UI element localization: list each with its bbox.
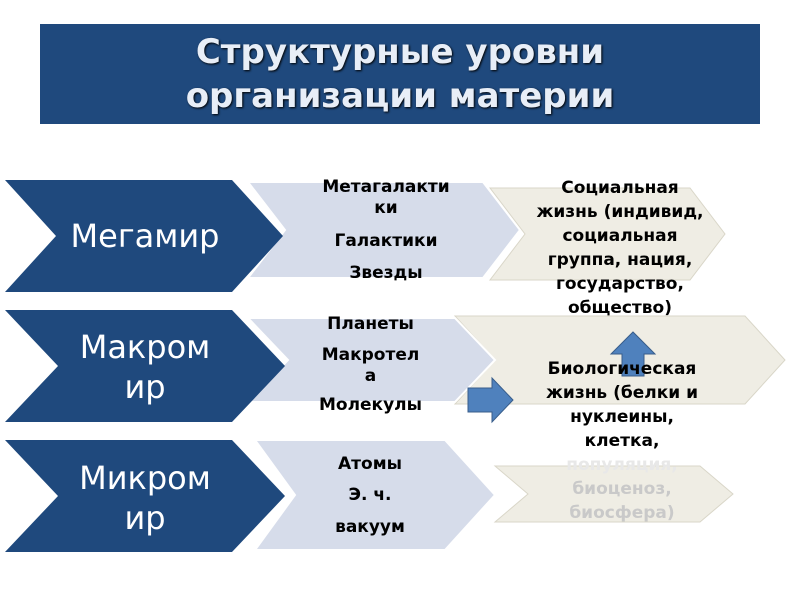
- microworld-form-chevron: [493, 465, 734, 523]
- item-planets: Планеты: [327, 314, 414, 334]
- item-macrobodies: Макротел: [321, 345, 420, 365]
- biological-form-text: Биологическая жизнь (белки и нуклеины, к…: [545, 359, 699, 523]
- social-form-chevron: [488, 187, 726, 281]
- microworld-items-chevron: [253, 439, 497, 551]
- megaworld-items: Метагалакти ки Галактики Звезды: [296, 175, 476, 285]
- megaworld-chevron: [5, 180, 283, 292]
- arrow-up-icon: [609, 331, 657, 377]
- macroworld-items: Планеты Макротел а Молекулы: [288, 312, 453, 417]
- title-line-1: Структурные уровни: [195, 32, 605, 72]
- item-atoms: Атомы: [338, 454, 402, 474]
- item-galaxies: Галактики: [334, 231, 438, 251]
- item-vacuum: вакуум: [335, 517, 405, 537]
- social-form-text: Социальная жизнь (индивид, социальная гр…: [536, 178, 704, 318]
- microworld-items: Атомы Э. ч. вакуум: [290, 452, 450, 539]
- microworld-chevron: [5, 440, 285, 552]
- item-macrobodies-cont: а: [364, 366, 377, 386]
- macroworld-chevron: [5, 310, 285, 422]
- megaworld-label: Мегамир: [70, 217, 220, 255]
- item-stars: Звезды: [349, 263, 423, 283]
- megaworld-items-chevron: [245, 181, 522, 279]
- macroworld-items-chevron: [245, 317, 497, 403]
- title-line-2: организации материи: [185, 76, 615, 116]
- arrow-right-icon: [467, 376, 514, 424]
- item-elementary-particles: Э. ч.: [348, 485, 392, 505]
- title-banner: Структурные уровни организации материи: [40, 24, 760, 124]
- macroworld-label: Макром ир: [79, 328, 211, 406]
- microworld-label: Микром ир: [79, 459, 211, 537]
- item-metagalaxies-cont: ки: [374, 198, 398, 218]
- item-metagalaxies: Метагалакти: [322, 177, 450, 197]
- item-molecules: Молекулы: [318, 395, 423, 415]
